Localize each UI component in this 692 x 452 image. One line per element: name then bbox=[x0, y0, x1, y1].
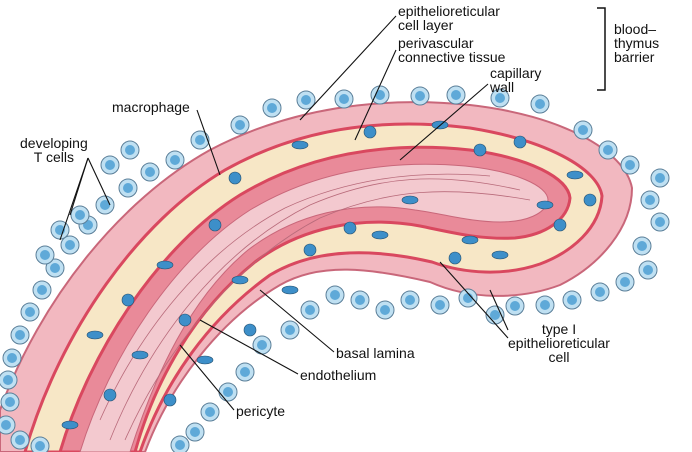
tissue-nucleus bbox=[209, 219, 221, 231]
tissue-nucleus bbox=[229, 172, 241, 184]
tissue-nucleus bbox=[462, 236, 478, 244]
tissue-nucleus bbox=[567, 171, 583, 179]
t-cell-nucleus bbox=[205, 407, 215, 417]
t-cell-nucleus bbox=[339, 94, 349, 104]
t-cell-nucleus bbox=[305, 305, 315, 315]
t-cell-nucleus bbox=[540, 300, 550, 310]
tissue-nucleus bbox=[554, 219, 566, 231]
tissue-nucleus bbox=[179, 314, 191, 326]
tissue-nucleus bbox=[474, 144, 486, 156]
t-cell-nucleus bbox=[170, 155, 180, 165]
t-cell-nucleus bbox=[40, 250, 50, 260]
label-perivascular-connective-tissue: perivascular connective tissue bbox=[398, 36, 505, 64]
t-cell-nucleus bbox=[285, 325, 295, 335]
t-cell-nucleus bbox=[145, 167, 155, 177]
t-cell-nucleus bbox=[405, 295, 415, 305]
tissue-nucleus bbox=[537, 201, 553, 209]
t-cell-nucleus bbox=[65, 240, 75, 250]
tissue-nucleus bbox=[244, 324, 256, 336]
t-cell-nucleus bbox=[5, 397, 15, 407]
leader-line bbox=[180, 345, 234, 410]
t-cell-nucleus bbox=[415, 91, 425, 101]
t-cell-nucleus bbox=[301, 95, 311, 105]
t-cell-nucleus bbox=[1, 420, 11, 430]
t-cell-nucleus bbox=[257, 340, 267, 350]
barrier-bracket bbox=[597, 8, 605, 90]
t-cell-nucleus bbox=[195, 135, 205, 145]
label-basal-lamina: basal lamina bbox=[336, 346, 415, 360]
tissue-nucleus bbox=[584, 194, 596, 206]
tissue-nucleus bbox=[132, 351, 148, 359]
t-cell-nucleus bbox=[125, 145, 135, 155]
t-cell-nucleus bbox=[15, 330, 25, 340]
t-cell-nucleus bbox=[240, 367, 250, 377]
t-cell-nucleus bbox=[535, 99, 545, 109]
t-cell-nucleus bbox=[603, 145, 613, 155]
t-cell-nucleus bbox=[105, 160, 115, 170]
t-cell-nucleus bbox=[35, 441, 45, 451]
t-cell-nucleus bbox=[37, 285, 47, 295]
label-blood-thymus-barrier: blood– thymus barrier bbox=[614, 22, 659, 64]
tissue-nucleus bbox=[492, 251, 508, 259]
t-cell-nucleus bbox=[567, 295, 577, 305]
t-cell-nucleus bbox=[50, 263, 60, 273]
tissue-nucleus bbox=[104, 389, 116, 401]
t-cell-nucleus bbox=[643, 265, 653, 275]
t-cell-nucleus bbox=[25, 307, 35, 317]
tissue-nucleus bbox=[87, 331, 103, 339]
t-cell-nucleus bbox=[451, 90, 461, 100]
tissue-nucleus bbox=[344, 222, 356, 234]
t-cell-nucleus bbox=[175, 440, 185, 450]
t-cell-nucleus bbox=[620, 277, 630, 287]
t-cell-nucleus bbox=[510, 301, 520, 311]
label-macrophage: macrophage bbox=[112, 100, 190, 114]
tissue-nucleus bbox=[164, 394, 176, 406]
tissue-nucleus bbox=[372, 231, 388, 239]
tissue-nucleus bbox=[157, 261, 173, 269]
label-capillary-wall: capillary wall bbox=[490, 66, 541, 94]
tissue-nucleus bbox=[304, 244, 316, 256]
tissue-nucleus bbox=[514, 136, 526, 148]
label-type-i-epithelioreticular-cell: type I epithelioreticular cell bbox=[508, 322, 610, 364]
t-cell-nucleus bbox=[655, 173, 665, 183]
t-cell-nucleus bbox=[190, 427, 200, 437]
label-pericyte: pericyte bbox=[236, 404, 285, 418]
t-cell-nucleus bbox=[625, 160, 635, 170]
tissue-nucleus bbox=[364, 126, 376, 138]
t-cell-nucleus bbox=[123, 183, 133, 193]
t-cell-nucleus bbox=[223, 387, 233, 397]
t-cell-nucleus bbox=[330, 290, 340, 300]
label-endothelium: endothelium bbox=[300, 368, 376, 382]
t-cell-nucleus bbox=[435, 300, 445, 310]
t-cell-nucleus bbox=[15, 435, 25, 445]
t-cell-nucleus bbox=[355, 295, 365, 305]
tissue-nucleus bbox=[122, 294, 134, 306]
t-cell-nucleus bbox=[595, 287, 605, 297]
t-cell-nucleus bbox=[235, 120, 245, 130]
t-cell-nucleus bbox=[578, 125, 588, 135]
label-developing-t-cells: developing T cells bbox=[20, 136, 88, 164]
t-cell-nucleus bbox=[655, 217, 665, 227]
tissue-nucleus bbox=[402, 196, 418, 204]
t-cell-nucleus bbox=[3, 375, 13, 385]
t-cell-nucleus bbox=[267, 103, 277, 113]
tissue-nucleus bbox=[292, 141, 308, 149]
t-cell-nucleus bbox=[7, 353, 17, 363]
t-cell-nucleus bbox=[637, 241, 647, 251]
t-cell-nucleus bbox=[380, 305, 390, 315]
label-epithelioreticular-cell-layer: epithelioreticular cell layer bbox=[398, 4, 500, 32]
tissue-nucleus bbox=[197, 356, 213, 364]
tissue-nucleus bbox=[449, 252, 461, 264]
tissue-nucleus bbox=[62, 421, 78, 429]
t-cell-nucleus bbox=[75, 210, 85, 220]
t-cell-nucleus bbox=[490, 310, 500, 320]
t-cell-nucleus bbox=[645, 195, 655, 205]
tissue-nucleus bbox=[232, 276, 248, 284]
tissue-nucleus bbox=[282, 286, 298, 294]
